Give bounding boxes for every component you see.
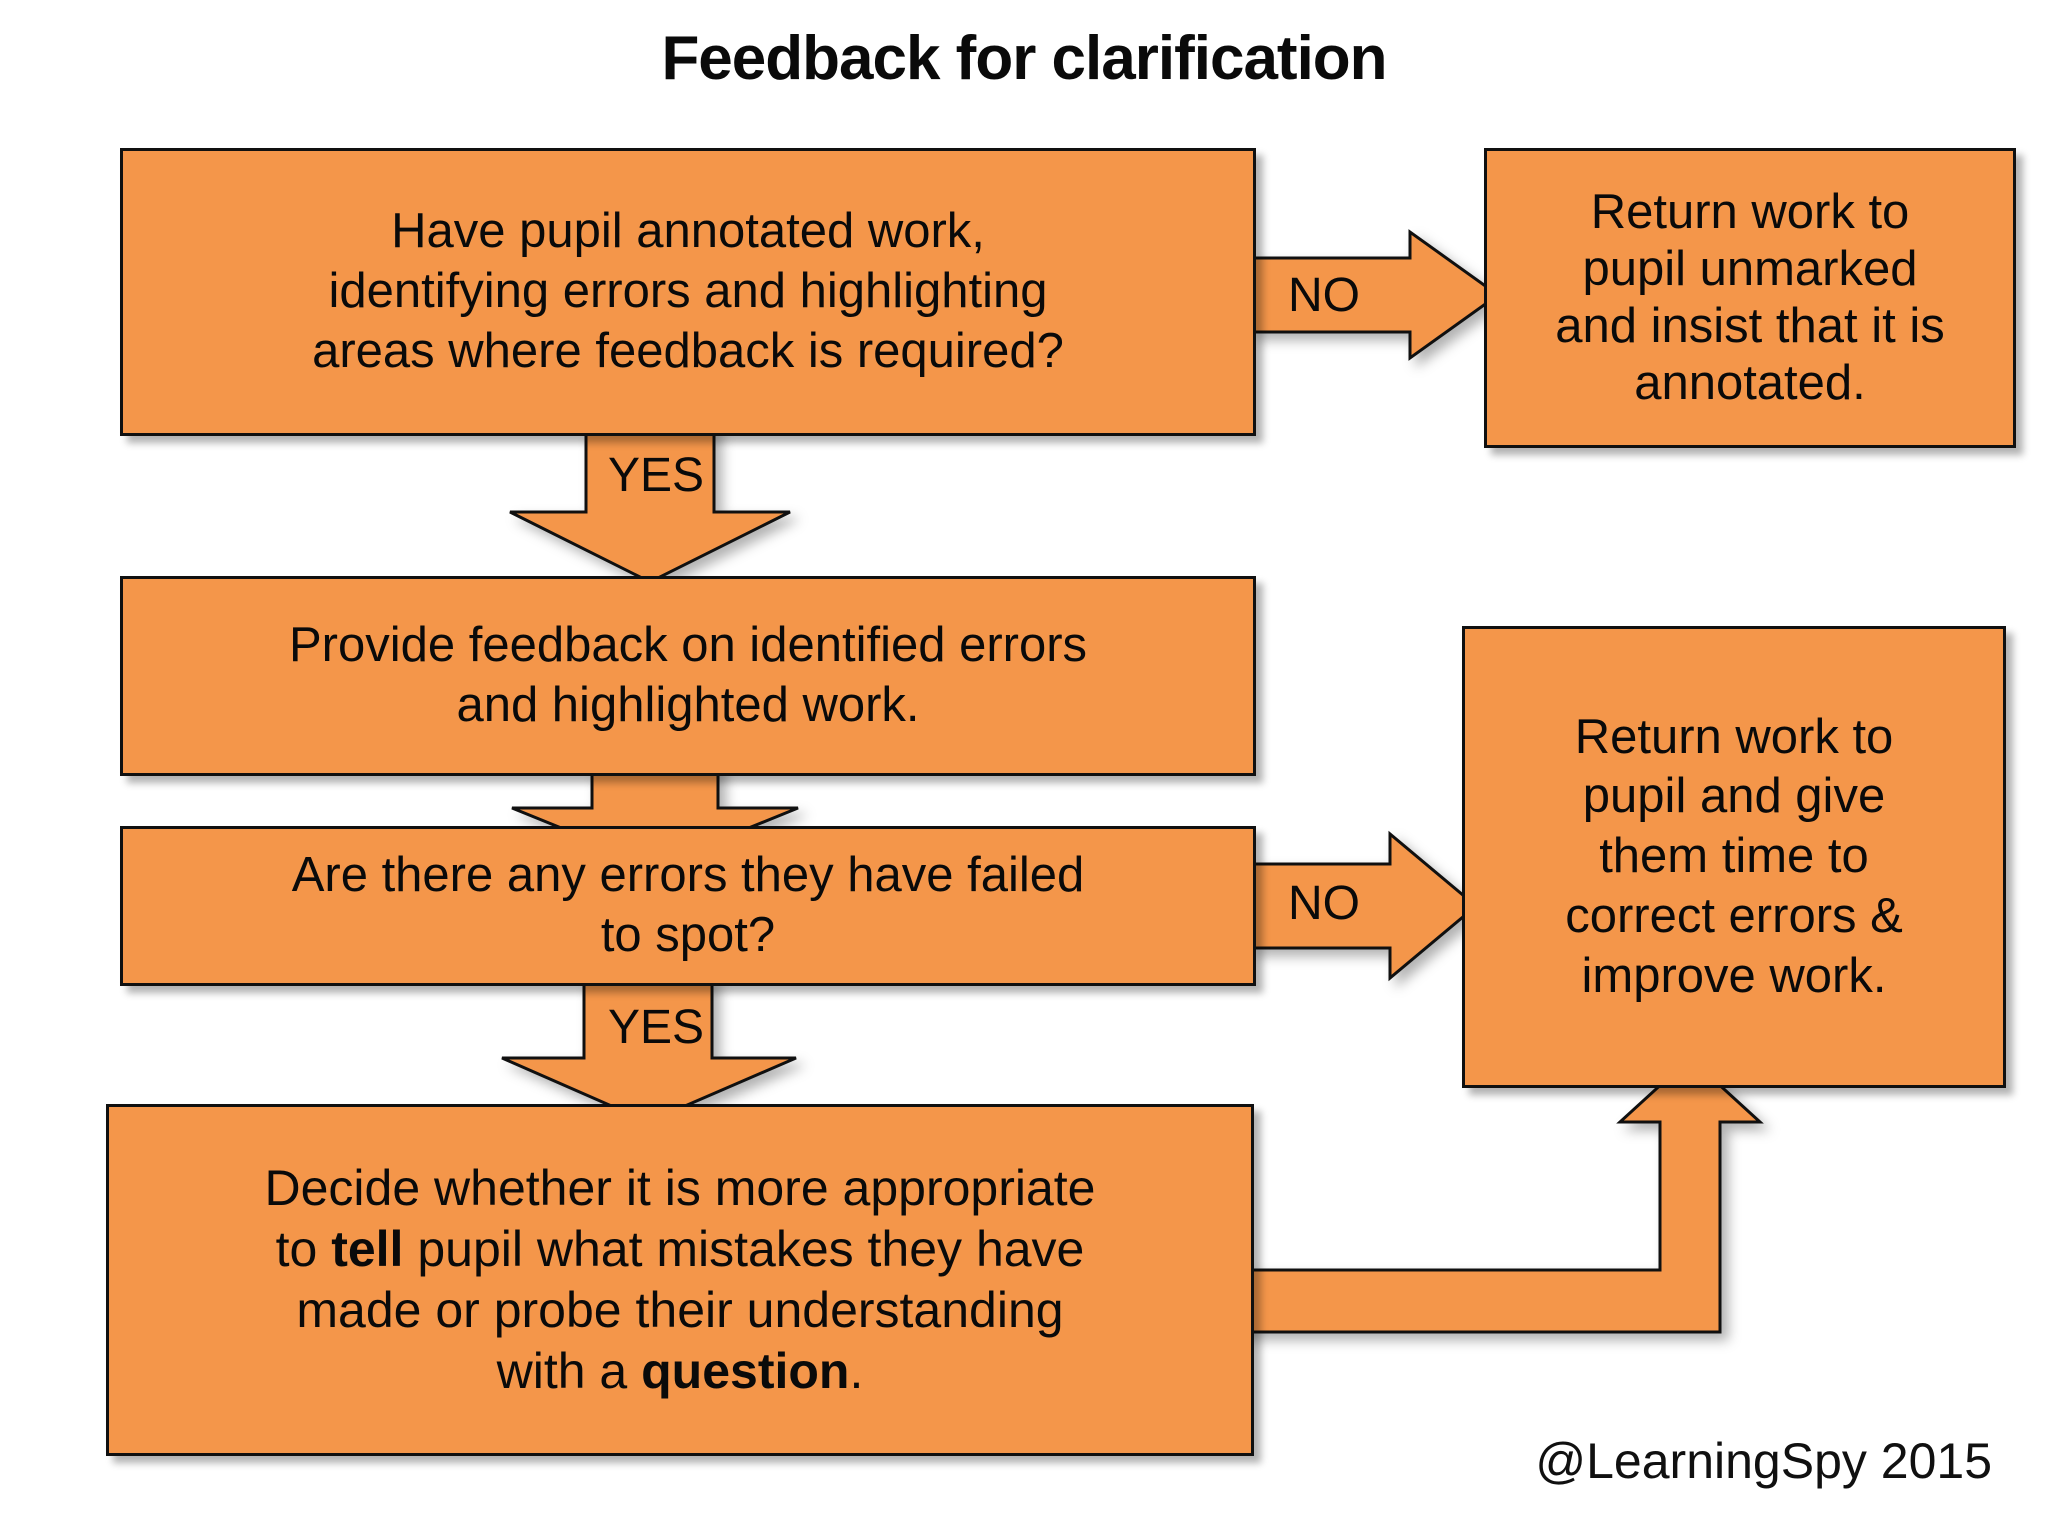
node-return-work-correct-errors[interactable]: Return work to pupil and give them time … (1462, 626, 2006, 1088)
node-provide-feedback-text: Provide feedback on identified errors an… (288, 618, 1088, 732)
node-errors-failed-to-spot[interactable]: Are there any errors they have failed to… (120, 826, 1256, 986)
credit-attribution: @LearningSpy 2015 (1535, 1433, 1992, 1489)
edge-decide-to-return-arrow (1218, 1055, 1764, 1334)
node-errors-failed-text: Are there any errors they have failed to… (291, 848, 1085, 962)
edge-annotated-no-arrow (1248, 229, 1501, 361)
node-return-work-unmarked[interactable]: Return work to pupil unmarked and insist… (1484, 148, 2016, 448)
node-return-correct-text: Return work to pupil and give them time … (1565, 709, 1903, 1003)
edge-label-yes-1: YES (608, 449, 705, 502)
edge-label-yes-2: YES (608, 1001, 705, 1054)
edge-label-no-2: NO (1288, 877, 1360, 930)
edge-annotated-yes-arrow (509, 422, 791, 584)
page-title: Feedback for clarification (661, 24, 1387, 93)
node-have-pupil-annotated[interactable]: Have pupil annotated work, identifying e… (120, 148, 1256, 436)
node-annotated-text: Have pupil annotated work, identifying e… (312, 204, 1064, 378)
edge-label-no-1: NO (1288, 269, 1360, 322)
edge-errors-no-arrow (1248, 830, 1479, 982)
node-return-unmarked-text: Return work to pupil unmarked and insist… (1555, 185, 1945, 410)
edge-errors-yes-arrow (501, 974, 797, 1124)
node-provide-feedback[interactable]: Provide feedback on identified errors an… (120, 576, 1256, 776)
